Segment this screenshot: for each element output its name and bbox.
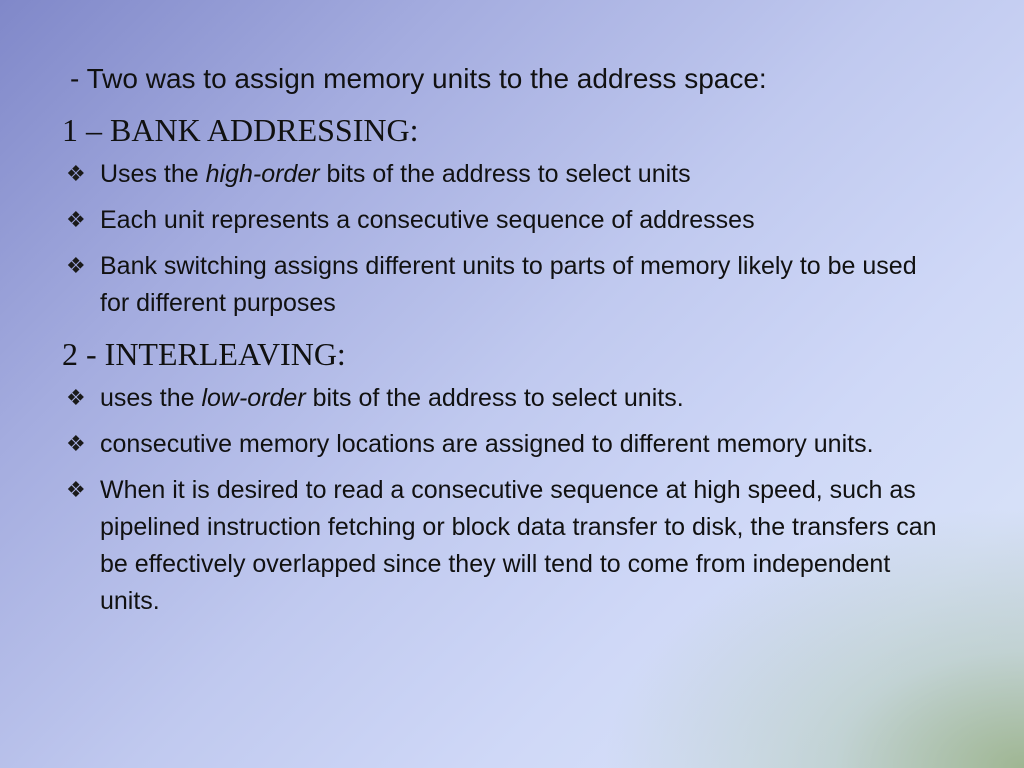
bullet-item: ❖ Uses the high-order bits of the addres…: [62, 156, 942, 193]
bullet-text-emphasis: low-order: [201, 384, 306, 412]
bullet-item: ❖ consecutive memory locations are assig…: [62, 426, 942, 463]
bullet-list-bank-addressing: ❖ Uses the high-order bits of the addres…: [62, 156, 942, 322]
bullet-list-interleaving: ❖ uses the low-order bits of the address…: [62, 380, 942, 620]
bullet-text-emphasis: high-order: [205, 160, 320, 188]
bullet-text-post: bits of the address to select units: [319, 160, 691, 188]
slide-content: - Two was to assign memory units to the …: [62, 60, 942, 629]
bullet-text-pre: consecutive memory locations are assigne…: [100, 430, 874, 458]
bullet-text-pre: Bank switching assigns different units t…: [100, 252, 917, 317]
bullet-text-pre: Each unit represents a consecutive seque…: [100, 206, 755, 234]
diamond-bullet-icon: ❖: [66, 386, 86, 411]
bullet-text-post: bits of the address to select units.: [305, 384, 684, 412]
bullet-text-pre: Uses the: [100, 160, 206, 188]
section-heading-interleaving: 2 - INTERLEAVING:: [62, 336, 346, 372]
bullet-text-pre: uses the: [100, 384, 202, 412]
diamond-bullet-icon: ❖: [66, 162, 86, 187]
bullet-item: ❖ Each unit represents a consecutive seq…: [62, 202, 942, 239]
intro-text: - Two was to assign memory units to the …: [70, 63, 767, 94]
bullet-item: ❖ Bank switching assigns different units…: [62, 248, 942, 322]
diamond-bullet-icon: ❖: [66, 432, 86, 457]
bullet-item: ❖ uses the low-order bits of the address…: [62, 380, 942, 417]
diamond-bullet-icon: ❖: [66, 254, 86, 279]
section-heading-bank-addressing: 1 – BANK ADDRESSING:: [62, 112, 419, 148]
diamond-bullet-icon: ❖: [66, 478, 86, 503]
bullet-item: ❖ When it is desired to read a consecuti…: [62, 472, 942, 620]
diamond-bullet-icon: ❖: [66, 208, 86, 233]
bullet-text-pre: When it is desired to read a consecutive…: [100, 476, 937, 615]
